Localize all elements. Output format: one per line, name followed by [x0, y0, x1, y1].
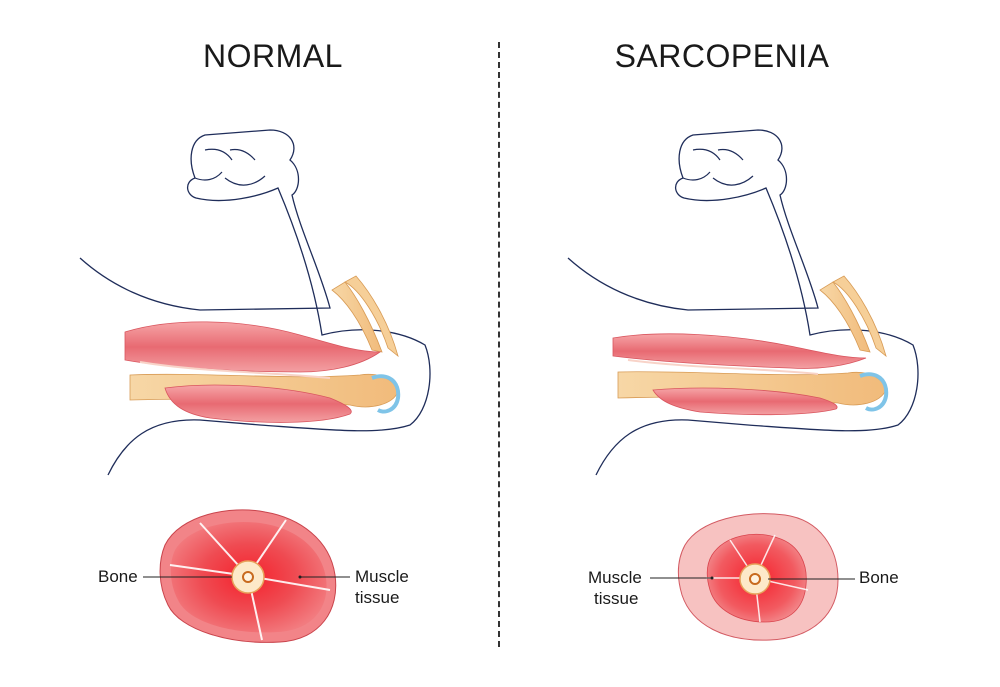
normal-arm-outline — [79, 129, 431, 476]
sarcopenia-fist-lines — [682, 148, 754, 186]
normal-muscle-label-line2: tissue — [355, 588, 400, 607]
sarcopenia-title: SARCOPENIA — [614, 38, 830, 74]
normal-arm — [79, 129, 431, 476]
normal-triceps-muscle — [164, 384, 352, 423]
normal-bone-label: Bone — [98, 567, 138, 586]
normal-bone-marrow — [242, 571, 254, 583]
normal-muscle-label-line1: Muscle — [355, 567, 409, 586]
normal-elbow-cartilage — [371, 374, 401, 414]
sarcopenia-radius-bone — [819, 281, 871, 353]
sarcopenia-cross-section — [650, 513, 855, 641]
normal-title: NORMAL — [203, 38, 343, 74]
sarcopenia-muscle-label-line2: tissue — [594, 589, 639, 608]
sarcopenia-tendon-line — [627, 359, 819, 375]
normal-fist-lines — [194, 148, 266, 186]
normal-tendon-line — [139, 361, 331, 379]
sarcopenia-bone-marrow — [749, 573, 761, 585]
sarcopenia-biceps-muscle — [612, 333, 867, 369]
sarcopenia-triceps-muscle — [652, 387, 838, 416]
sarcopenia-muscle-leader-dot — [710, 576, 714, 580]
sarcopenia-arm-outline — [567, 129, 919, 476]
sarcopenia-bone-label: Bone — [859, 568, 899, 587]
normal-radius-bone — [331, 281, 383, 353]
sarcopenia-ulna-bone — [832, 275, 887, 358]
normal-muscle-leader-dot — [298, 575, 302, 579]
sarcopenia-arm — [567, 129, 919, 476]
sarcopenia-elbow-cartilage — [859, 372, 889, 412]
panel-divider — [498, 42, 500, 647]
normal-ulna-bone — [344, 275, 399, 358]
sarcopenia-fascia-lines — [706, 534, 809, 623]
normal-fascia-lines — [169, 519, 331, 641]
sarcopenia-muscle-label-line1: Muscle — [588, 568, 642, 587]
normal-cross-section — [143, 509, 350, 643]
